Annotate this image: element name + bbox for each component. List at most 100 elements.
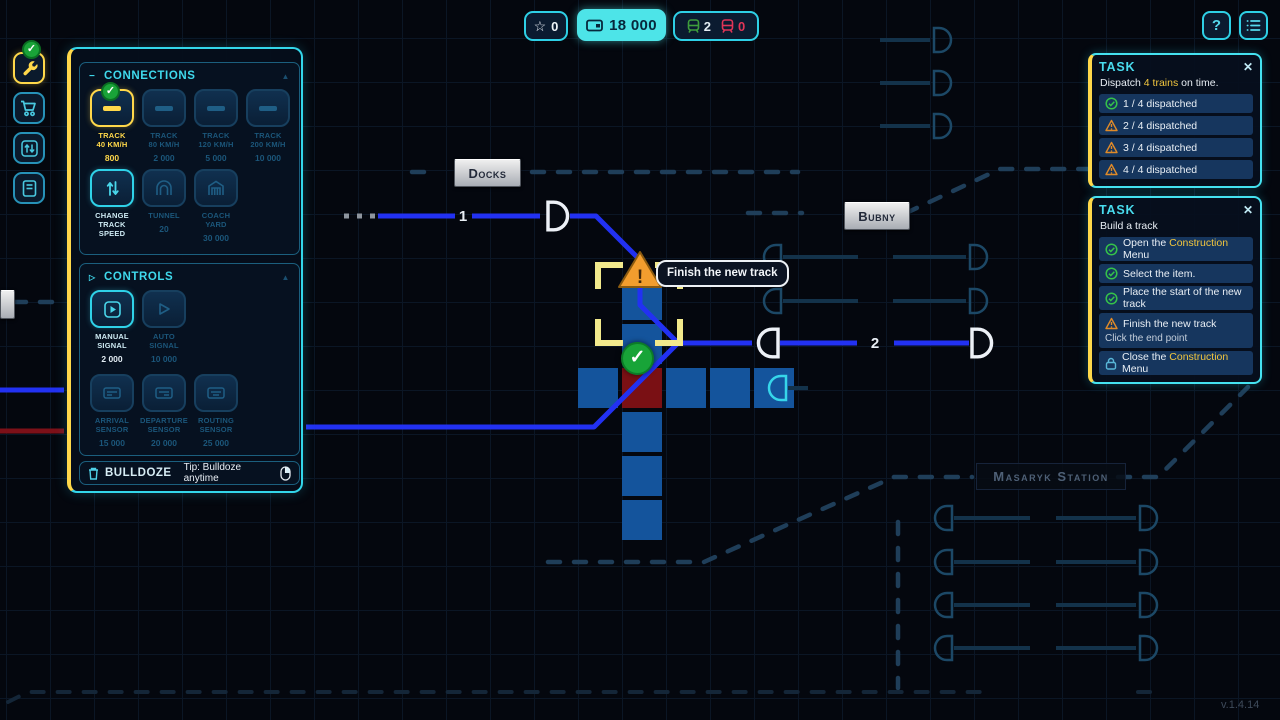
track-number-2: 2 (871, 335, 879, 352)
item-change-track-speed[interactable]: Change track speed (88, 169, 136, 242)
warning-icon (1105, 141, 1118, 154)
task-row: 2 / 4 dispatched (1099, 116, 1253, 135)
item-label: Auto (153, 332, 175, 341)
task-panel-dispatch: Task ✕ Dispatch 4 trains on time. 1 / 4 … (1088, 53, 1262, 188)
item-price: 2 000 (101, 354, 123, 364)
item-routing-sensor[interactable]: Routing Sensor 25 000 (192, 374, 240, 448)
row-highlight: Construction (1169, 351, 1229, 363)
construction-tile[interactable] (622, 456, 662, 496)
bulldoze-bar[interactable]: Bulldoze Tip: Bulldoze anytime (79, 461, 300, 485)
item-coach-yard[interactable]: Coach Yard 30 000 (192, 169, 240, 243)
construction-tile[interactable] (578, 368, 618, 408)
task-title: Task (1099, 203, 1136, 217)
inactive-station-tracks (783, 38, 1136, 650)
item-label: Track (202, 131, 230, 140)
item-track-80[interactable]: Track 80 km/h 2 000 (140, 89, 188, 163)
track-icon (142, 89, 186, 127)
construction-tile[interactable] (666, 368, 706, 408)
manual-signal-icon (90, 290, 134, 328)
item-sublabel: 40 km/h (96, 140, 128, 149)
task-row-text: 4 / 4 dispatched (1123, 163, 1198, 176)
warning-icon (1105, 119, 1118, 132)
task-row-text: Place the start of the new track (1123, 286, 1242, 310)
item-label: Coach (201, 211, 231, 220)
check-icon (1105, 267, 1118, 280)
check-icon (1105, 242, 1118, 256)
connections-section: − Connections ▲ ✓ Track 40 km/h 800 Trac… (79, 62, 300, 255)
item-label: Tunnel (148, 211, 180, 220)
construction-menu-button[interactable]: ✓ (13, 40, 45, 84)
trains-ok-count: 2 (703, 18, 711, 34)
item-arrival-sensor[interactable]: Arrival Sensor 15 000 (88, 374, 136, 448)
item-departure-sensor[interactable]: Departure Sensor 20 000 (140, 374, 188, 448)
star-icon: ☆ (533, 18, 547, 34)
track-icon: ✓ (90, 82, 134, 127)
faint-dashed-lines (6, 690, 1164, 704)
change-speed-icon (90, 169, 134, 207)
svg-text:!: ! (637, 267, 643, 288)
item-track-120[interactable]: Track 120 km/h 5 000 (192, 89, 240, 163)
section-title: Controls (104, 271, 174, 283)
item-price: 25 000 (203, 438, 229, 448)
item-track-40[interactable]: ✓ Track 40 km/h 800 (88, 82, 136, 163)
intro-text: on time. (1178, 77, 1219, 89)
selected-check-icon: ✓ (101, 82, 120, 101)
track-icon (194, 89, 238, 127)
item-label: Arrival (94, 416, 130, 425)
item-auto-signal[interactable]: Auto Signal 10 000 (140, 290, 188, 364)
trains-fail-count: 0 (738, 18, 746, 34)
controls-header[interactable]: ▷ Controls ▲ (80, 264, 299, 283)
construction-tile[interactable] (710, 368, 750, 408)
construction-tiles[interactable] (578, 280, 794, 540)
item-sublabel: Sensor (95, 425, 129, 434)
mouse-right-click-icon (280, 465, 291, 481)
journal-icon (22, 179, 37, 197)
bulldoze-tip: Tip: Bulldoze anytime (183, 462, 242, 484)
close-icon[interactable]: ✕ (1242, 203, 1253, 217)
track-settings-icon (20, 139, 38, 157)
construction-tile[interactable] (622, 412, 662, 452)
item-label: Change (95, 211, 129, 220)
station-label-bubny: Bubny (844, 202, 910, 230)
task-row: Finish the new track Click the end point (1099, 313, 1253, 348)
shop-button[interactable] (13, 92, 45, 124)
task-row-text: 1 / 4 dispatched (1123, 97, 1198, 110)
row-text: Menu (1123, 249, 1150, 261)
task-panel-build: Task ✕ Build a track Open the Constructi… (1088, 196, 1262, 384)
controls-section: ▷ Controls ▲ Manual Signal 2 000 Auto Si… (79, 263, 300, 456)
item-label: Routing (198, 416, 234, 425)
collapse-icon: ▷ (89, 272, 96, 282)
completed-check-icon: ✓ (22, 40, 41, 59)
track-icon (246, 89, 290, 127)
task-title: Task (1099, 60, 1136, 74)
item-manual-signal[interactable]: Manual Signal 2 000 (88, 290, 136, 364)
help-button[interactable]: ? (1202, 11, 1231, 40)
list-icon (1246, 19, 1261, 32)
intro-text: Dispatch (1100, 77, 1144, 89)
placement-ok-icon: ✓ (621, 342, 654, 375)
lock-icon (1105, 357, 1117, 370)
task-list-button[interactable] (1239, 11, 1268, 40)
construction-tile[interactable] (622, 500, 662, 540)
item-label: Departure (140, 416, 188, 425)
item-sublabel: Signal (97, 341, 127, 350)
station-label-clipped (0, 290, 15, 319)
question-icon: ? (1211, 17, 1222, 34)
bulldoze-label: Bulldoze (105, 467, 172, 479)
track-settings-button[interactable] (13, 132, 45, 164)
item-tunnel[interactable]: Tunnel 20 (140, 169, 188, 234)
task-row-text: 3 / 4 dispatched (1123, 141, 1198, 154)
item-price: 10 000 (255, 153, 281, 163)
connections-header[interactable]: − Connections ▲ (80, 63, 299, 82)
journal-button[interactable] (13, 172, 45, 204)
task-row-subtext: Click the end point (1105, 333, 1188, 344)
task-row: 4 / 4 dispatched (1099, 160, 1253, 179)
item-track-200[interactable]: Track 200 km/h 10 000 (244, 89, 292, 163)
construction-tile-invalid[interactable] (622, 368, 662, 408)
warning-triangle-icon: ! (618, 251, 662, 288)
close-icon[interactable]: ✕ (1242, 60, 1253, 74)
construction-tile[interactable] (754, 368, 794, 408)
task-row-text: Select the item. (1123, 267, 1196, 280)
